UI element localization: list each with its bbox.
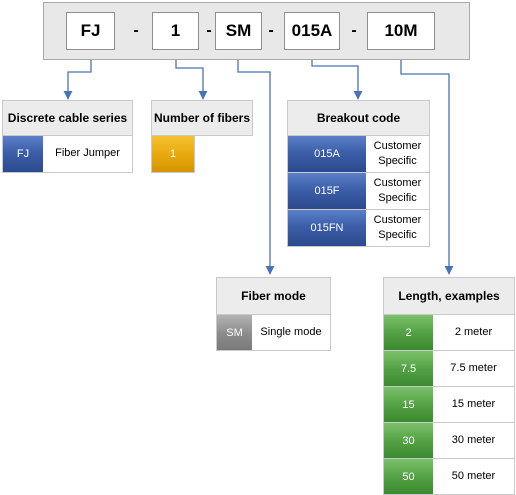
table-row: SM Single mode: [216, 315, 331, 351]
panel-title: Length, examples: [383, 277, 515, 315]
code-cell: 2: [384, 315, 433, 350]
table-row: 2 2 meter: [383, 315, 515, 351]
table-row: 15 15 meter: [383, 387, 515, 423]
description-cell: 2 meter: [454, 325, 493, 338]
code-cell: 50: [384, 459, 433, 494]
fiber-mode-panel: Fiber mode SM Single mode: [216, 277, 331, 351]
code-segment-series: FJ: [66, 12, 115, 50]
connector-fj: [63, 50, 92, 100]
description-cell: 7.5 meter: [450, 361, 497, 374]
table-row: 7.5 7.5 meter: [383, 351, 515, 387]
cable-series-panel: Discrete cable series FJ Fiber Jumper: [2, 100, 133, 173]
table-row: FJ Fiber Jumper: [2, 136, 133, 173]
code-cell: 7.5: [384, 351, 433, 386]
code-cell: FJ: [3, 136, 43, 172]
code-cell: 15: [384, 387, 433, 422]
code-cell: 015A: [288, 136, 366, 172]
code-segment-mode: SM: [215, 12, 262, 50]
description-cell: Fiber Jumper: [55, 147, 120, 160]
code-cell: 015F: [288, 173, 366, 209]
separator: -: [351, 22, 357, 39]
code-segment-breakout: 015A: [284, 12, 340, 50]
code-cell: SM: [217, 315, 252, 350]
panel-title: Fiber mode: [216, 277, 331, 315]
description-cell: 15 meter: [451, 397, 496, 410]
table-row: 30 30 meter: [383, 423, 515, 459]
code-segment-fibers: 1: [152, 12, 199, 50]
panel-title: Breakout code: [287, 100, 430, 136]
separator: -: [133, 22, 139, 39]
code-segment-length: 10M: [367, 12, 435, 50]
code-cell: 015FN: [288, 210, 366, 246]
fiber-count-panel: Number of fibers 1: [151, 100, 253, 173]
connector-mode: [237, 50, 275, 275]
table-row: 50 50 meter: [383, 459, 515, 495]
code-cell: 1: [151, 136, 195, 173]
description-cell: Single mode: [260, 325, 322, 338]
panel-title: Number of fibers: [151, 100, 253, 136]
panel-title: Discrete cable series: [2, 100, 133, 136]
connector-length: [400, 50, 454, 275]
description-cell: 50 meter: [451, 469, 496, 482]
length-panel: Length, examples 2 2 meter 7.5 7.5 meter…: [383, 277, 515, 495]
separator: -: [268, 22, 274, 39]
code-cell: 30: [384, 423, 433, 458]
description-cell: 30 meter: [451, 433, 496, 446]
separator: -: [206, 22, 212, 39]
